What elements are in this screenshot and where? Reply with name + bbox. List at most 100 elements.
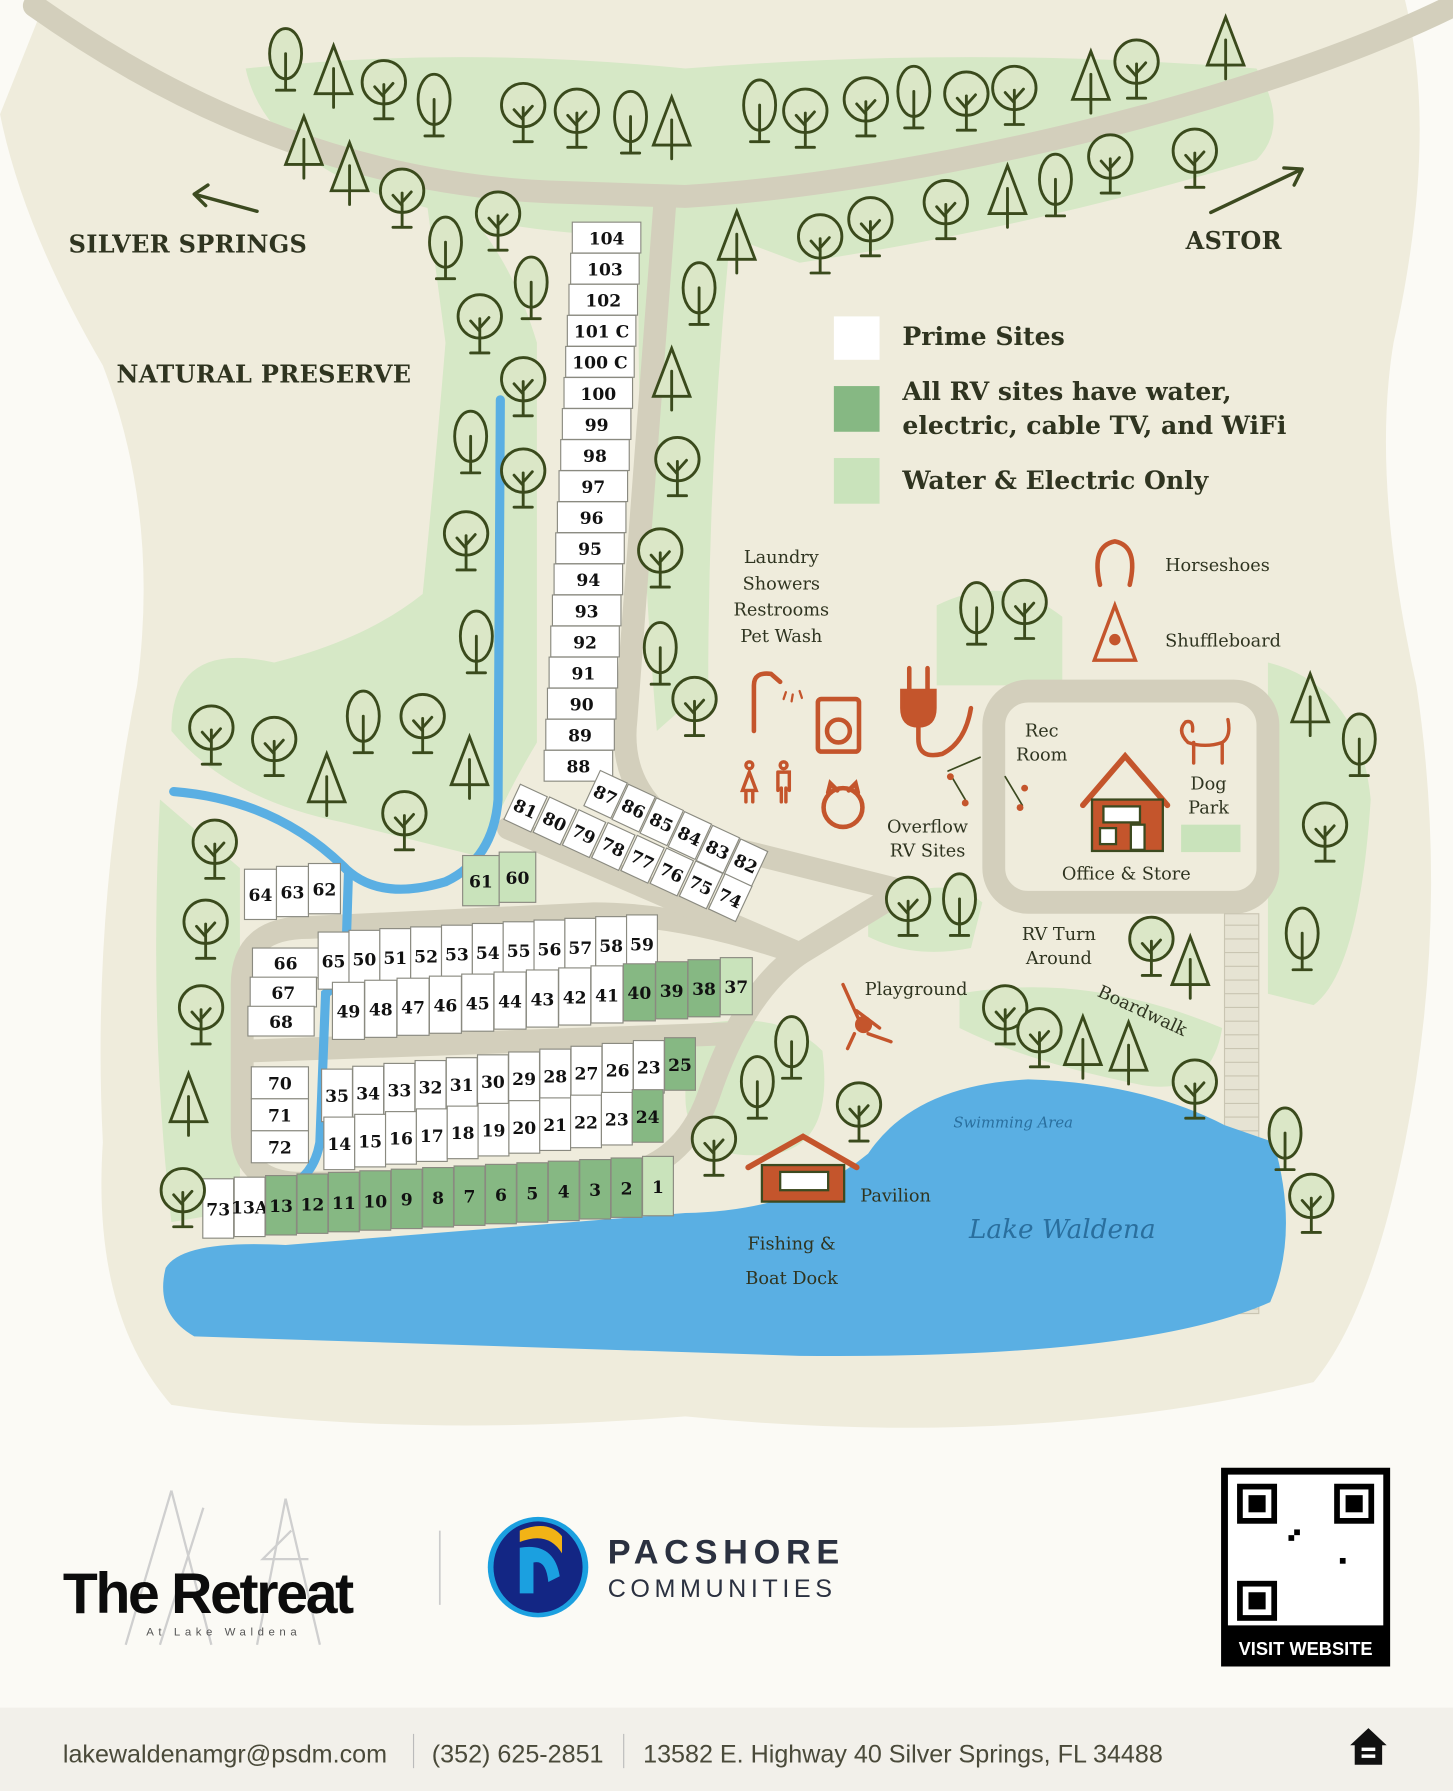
pavilion-icon [745, 1133, 860, 1203]
phone-link[interactable]: (352) 625-2851 [432, 1740, 604, 1768]
tree-icon [553, 87, 600, 149]
campsite: 21 [539, 1097, 572, 1152]
site-number: 15 [358, 1132, 382, 1152]
campsite: 24 [631, 1089, 664, 1143]
site-number: 59 [630, 935, 654, 955]
campsite: 51 [379, 928, 412, 987]
campsite: 41 [590, 965, 624, 1024]
electric-plug-icon [900, 665, 974, 758]
site-number: 9 [401, 1191, 413, 1211]
email-link[interactable]: lakewaldenamgr@psdm.com [63, 1740, 387, 1768]
campsite: 33 [383, 1062, 416, 1117]
company-line1: PACSHORE [608, 1534, 845, 1572]
tree-icon [381, 790, 428, 852]
tree-icon [681, 261, 717, 326]
campsite: 86 [611, 783, 657, 833]
campsite: 46 [428, 975, 462, 1034]
shower-icon [751, 671, 804, 734]
site-number: 22 [574, 1113, 598, 1133]
pacshore-logo: PACSHORE COMMUNITIES [487, 1516, 845, 1618]
tree-icon [1341, 712, 1377, 777]
campsite: 7 [453, 1165, 486, 1226]
tree-icon [1038, 152, 1073, 218]
horseshoe-icon [1095, 539, 1135, 588]
dock-label-2: Boat Dock [745, 1269, 838, 1289]
site-number: 56 [538, 940, 562, 960]
campsite: 60 [498, 851, 537, 903]
site-number: 48 [369, 1001, 393, 1021]
campsite: 70 [250, 1066, 310, 1100]
tree-icon [378, 167, 426, 229]
campsite: 84 [667, 810, 713, 861]
tree-icon [182, 898, 229, 960]
pine-tree-icon [1108, 1018, 1149, 1086]
campsite: 39 [655, 961, 689, 1020]
site-number: 71 [268, 1107, 292, 1127]
tree-icon [399, 693, 446, 755]
tree-icon [959, 581, 995, 646]
campsite: 17 [415, 1108, 448, 1162]
site-number: 88 [566, 758, 590, 778]
tree-icon [268, 27, 304, 92]
site-number: 13 [269, 1197, 293, 1217]
pine-tree-icon [1062, 1012, 1104, 1080]
tree-icon [458, 609, 494, 675]
qr-code-button[interactable]: VISIT WEBSITE [1221, 1467, 1391, 1667]
campsite: 79 [561, 809, 607, 859]
site-number: 89 [568, 727, 592, 747]
qr-code[interactable] [1237, 1483, 1375, 1621]
campsite: 74 [707, 873, 753, 923]
campsite: 62 [307, 862, 342, 915]
campsite: 2 [610, 1157, 643, 1218]
laundry-label: Laundry [744, 548, 819, 568]
legend-swatch-we [833, 458, 880, 504]
legend-full-2: electric, cable TV, and WiFi [902, 410, 1286, 440]
legend-full-1: All RV sites have water, [901, 376, 1231, 406]
campsite: 71 [250, 1098, 310, 1132]
direction-silver-springs: SILVER SPRINGS [69, 229, 308, 258]
campsite: 23 [600, 1091, 633, 1146]
site-number: 42 [563, 988, 587, 1008]
campsite: 61 [462, 854, 500, 907]
site-number: 3 [589, 1181, 601, 1201]
direction-astor: ASTOR [1185, 226, 1283, 255]
site-number: 99 [585, 416, 609, 436]
campsite: 78 [590, 821, 636, 872]
campsite: 75 [678, 860, 724, 910]
campsite: 27 [570, 1045, 603, 1100]
site-number: 53 [445, 946, 469, 966]
site-number: 6 [495, 1186, 507, 1206]
site-number: 19 [482, 1122, 506, 1142]
site-number: 57 [568, 939, 592, 959]
campsite: 23 [632, 1039, 665, 1094]
contact-bar [0, 1707, 1453, 1791]
site-number: 32 [419, 1079, 443, 1099]
tree-icon [1087, 133, 1134, 195]
site-number: 4 [558, 1183, 570, 1203]
site-number: 26 [606, 1062, 630, 1082]
tree-icon [1016, 1007, 1063, 1069]
site-number: 44 [498, 992, 522, 1012]
qr-label[interactable]: VISIT WEBSITE [1239, 1638, 1373, 1659]
campsite: 101 C [566, 314, 637, 347]
site-number: 23 [637, 1059, 661, 1079]
tree-icon [513, 255, 549, 321]
site-number: 102 [585, 292, 621, 312]
site-number: 54 [476, 944, 500, 964]
site-number: 55 [507, 942, 531, 962]
pine-tree-icon [1289, 669, 1331, 738]
tree-icon [884, 875, 932, 937]
tree-icon [1128, 915, 1175, 977]
site-number: 61 [469, 873, 493, 893]
site-number: 90 [570, 695, 594, 715]
campsite: 90 [546, 687, 617, 720]
site-number: 34 [356, 1084, 380, 1104]
site-number: 11 [332, 1194, 356, 1214]
pine-tree-icon [1205, 13, 1246, 81]
showers-label: Showers [743, 574, 820, 594]
tree-icon [942, 872, 977, 937]
tree-icon [613, 89, 648, 155]
tree-icon [896, 64, 932, 130]
tree-icon [416, 72, 452, 138]
